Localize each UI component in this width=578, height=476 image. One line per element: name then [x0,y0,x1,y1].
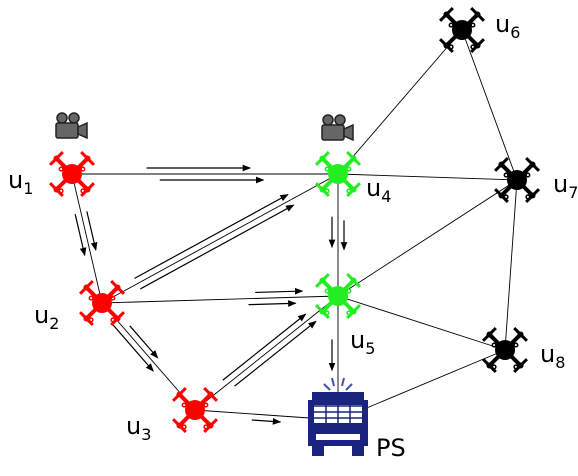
video-camera-icon-u1 [55,112,88,140]
link-u2-u5 [101,295,339,304]
flow-arrow-u4-u2 [134,194,289,279]
drone-icon-u4 [315,151,361,197]
drone-label-u5: u5 [350,326,375,358]
link-u5-u8 [337,295,506,351]
flow-arrow-u2-u1 [86,211,98,251]
link-u7-u8 [504,179,518,351]
drone-label-u3: u3 [126,412,151,444]
drone-icon-u2 [79,280,125,326]
flow-arrow-u2-u5 [248,300,297,307]
flow-arrow-u3-PS [251,418,282,425]
drone-icon-u6 [439,7,485,53]
drone-icon-u3 [172,387,218,433]
drone-label-u1: u1 [8,166,33,198]
flow-arrow-u3-u2 [129,325,159,359]
flow-arrow-u3-u5 [234,320,317,387]
flow-arrow-u2-u3 [110,322,154,372]
drone-label-u8: u8 [540,340,565,372]
drone-icon-u8 [482,327,528,373]
drone-label-u4: u4 [366,174,391,206]
ps-label: PS [376,434,406,462]
nodes-layer [49,7,540,433]
link-u5-u7 [337,179,518,297]
link-u4-u7 [337,173,518,181]
labels-layer: u1 u2 u3 u4 u5 u6 u7 u8 [8,10,578,444]
links-layer [71,29,518,421]
flow-arrow-u5-u2 [255,287,304,295]
drone-icon-u1 [49,151,95,197]
drone-label-u6: u6 [495,10,520,42]
data-flows-layer [74,164,348,425]
link-u6-u7 [461,29,518,181]
drone-icon-u5 [315,273,361,319]
fire-truck-icon [308,377,368,456]
drone-label-u7: u7 [553,170,578,202]
public-safety-node: PS [308,377,406,462]
link-u1-u2 [71,173,103,304]
link-u3-u5 [194,295,339,411]
drone-icon-u7 [494,157,540,203]
link-u2-u4 [101,173,339,304]
flow-arrow-u1-u2 [74,213,87,257]
video-camera-icon-u4 [321,114,354,142]
link-u4-u6 [337,29,463,175]
flow-arrow-u2-u4 [139,204,295,290]
drone-label-u2: u2 [34,301,59,333]
flow-arrow-u5-u3 [222,313,307,381]
